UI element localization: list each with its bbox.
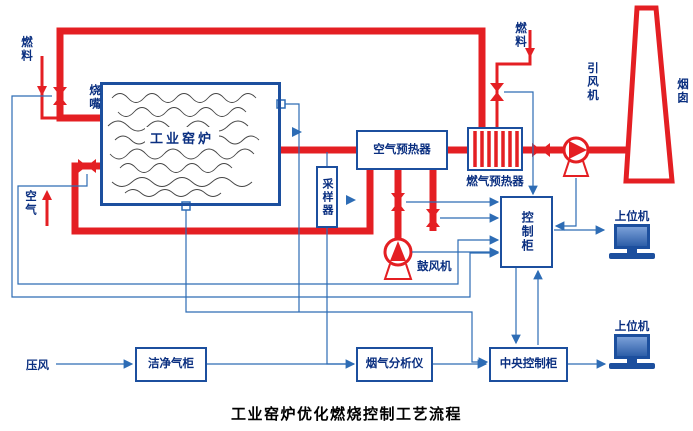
sampler-to-analyzer-line — [326, 228, 354, 365]
clean-gas-cabinet-box: 洁净气柜 — [135, 347, 207, 382]
blower-label: 鼓风机 — [417, 261, 452, 273]
fuel-valve-left-icon — [53, 87, 67, 105]
gas-preheater-label: 燃气预热器 — [466, 176, 524, 188]
control-cabinet-box: 控制柜 — [500, 196, 553, 268]
preheated-fuel-pipe — [56, 27, 486, 128]
fuel-inlet-line-left — [40, 56, 60, 120]
blower-fan-icon — [383, 237, 413, 280]
burner-label: 烧嘴 — [88, 84, 100, 111]
monitor-icon — [614, 224, 650, 249]
diagram-title: 工业窑炉优化燃烧控制工艺流程 — [230, 406, 462, 423]
induced-draft-fan-label: 引风机 — [586, 62, 598, 103]
fuel-right-label: 燃料 — [514, 22, 526, 49]
keyboard-icon — [609, 363, 655, 369]
sampler-box: 采样器 — [316, 166, 338, 228]
signal-kiln-right-sensor — [285, 103, 300, 312]
air-preheater-box: 空气预热器 — [356, 130, 448, 170]
flow-arrow-icon — [346, 195, 356, 205]
flue-gas-analyzer-label: 烟气分析仪 — [365, 358, 424, 371]
signal-air-valve-to-cabinet — [17, 174, 500, 285]
keyboard-icon — [609, 253, 655, 259]
induced-draft-fan-icon — [562, 136, 590, 177]
air-preheater-label: 空气预热器 — [373, 143, 431, 156]
chimney-shape — [623, 5, 675, 184]
flame-squiggles-icon — [107, 93, 260, 197]
gas-preheater-shape — [467, 127, 523, 171]
flue-gas-analyzer-box: 烟气分析仪 — [356, 347, 433, 382]
flow-arrow-icon — [292, 127, 302, 137]
monitor-icon — [614, 334, 650, 359]
air-branch-valve-icon — [426, 209, 440, 227]
host-computer-top-icon — [609, 224, 655, 259]
signal-lines — [11, 91, 607, 369]
signal-kiln-sensor-to-central — [185, 210, 489, 367]
compressed-air-label: 压风 — [26, 360, 49, 372]
kiln-box — [100, 82, 281, 206]
clean-gas-cabinet-label: 洁净气柜 — [148, 358, 194, 371]
kiln-label: 工业窑炉 — [145, 127, 220, 148]
host-computer-bottom-label: 上位机 — [614, 321, 650, 333]
fuel-left-label: 燃料 — [20, 36, 32, 63]
central-control-cabinet-label: 中央控制柜 — [499, 358, 558, 371]
monitor-stand-icon — [627, 249, 637, 253]
signal-fan-to-cabinet — [554, 178, 577, 231]
valves — [53, 83, 550, 227]
air-label: 空气 — [24, 190, 36, 217]
blower-valve-icon — [391, 193, 405, 211]
sampler-label: 采样器 — [321, 177, 334, 217]
fuel-valve-right-icon — [490, 83, 504, 101]
fuel-right-arrow-icon — [525, 48, 535, 58]
host-computer-bottom-icon — [609, 334, 655, 369]
monitor-stand-icon — [627, 359, 637, 363]
air-up-arrow-icon — [42, 190, 52, 200]
air-valve-left-icon — [78, 159, 96, 173]
signal-fuel-valve-right-to-cabinet — [504, 91, 538, 196]
host-computer-top-label: 上位机 — [614, 211, 650, 223]
fuel-left-arrow-icon — [37, 86, 47, 96]
control-cabinet-label: 控制柜 — [520, 211, 535, 253]
central-control-cabinet-box: 中央控制柜 — [489, 347, 568, 382]
chimney-label: 烟囱 — [676, 78, 688, 105]
flue-valve-icon — [532, 143, 550, 157]
signal-fuel-valve-to-cabinet — [11, 95, 500, 298]
